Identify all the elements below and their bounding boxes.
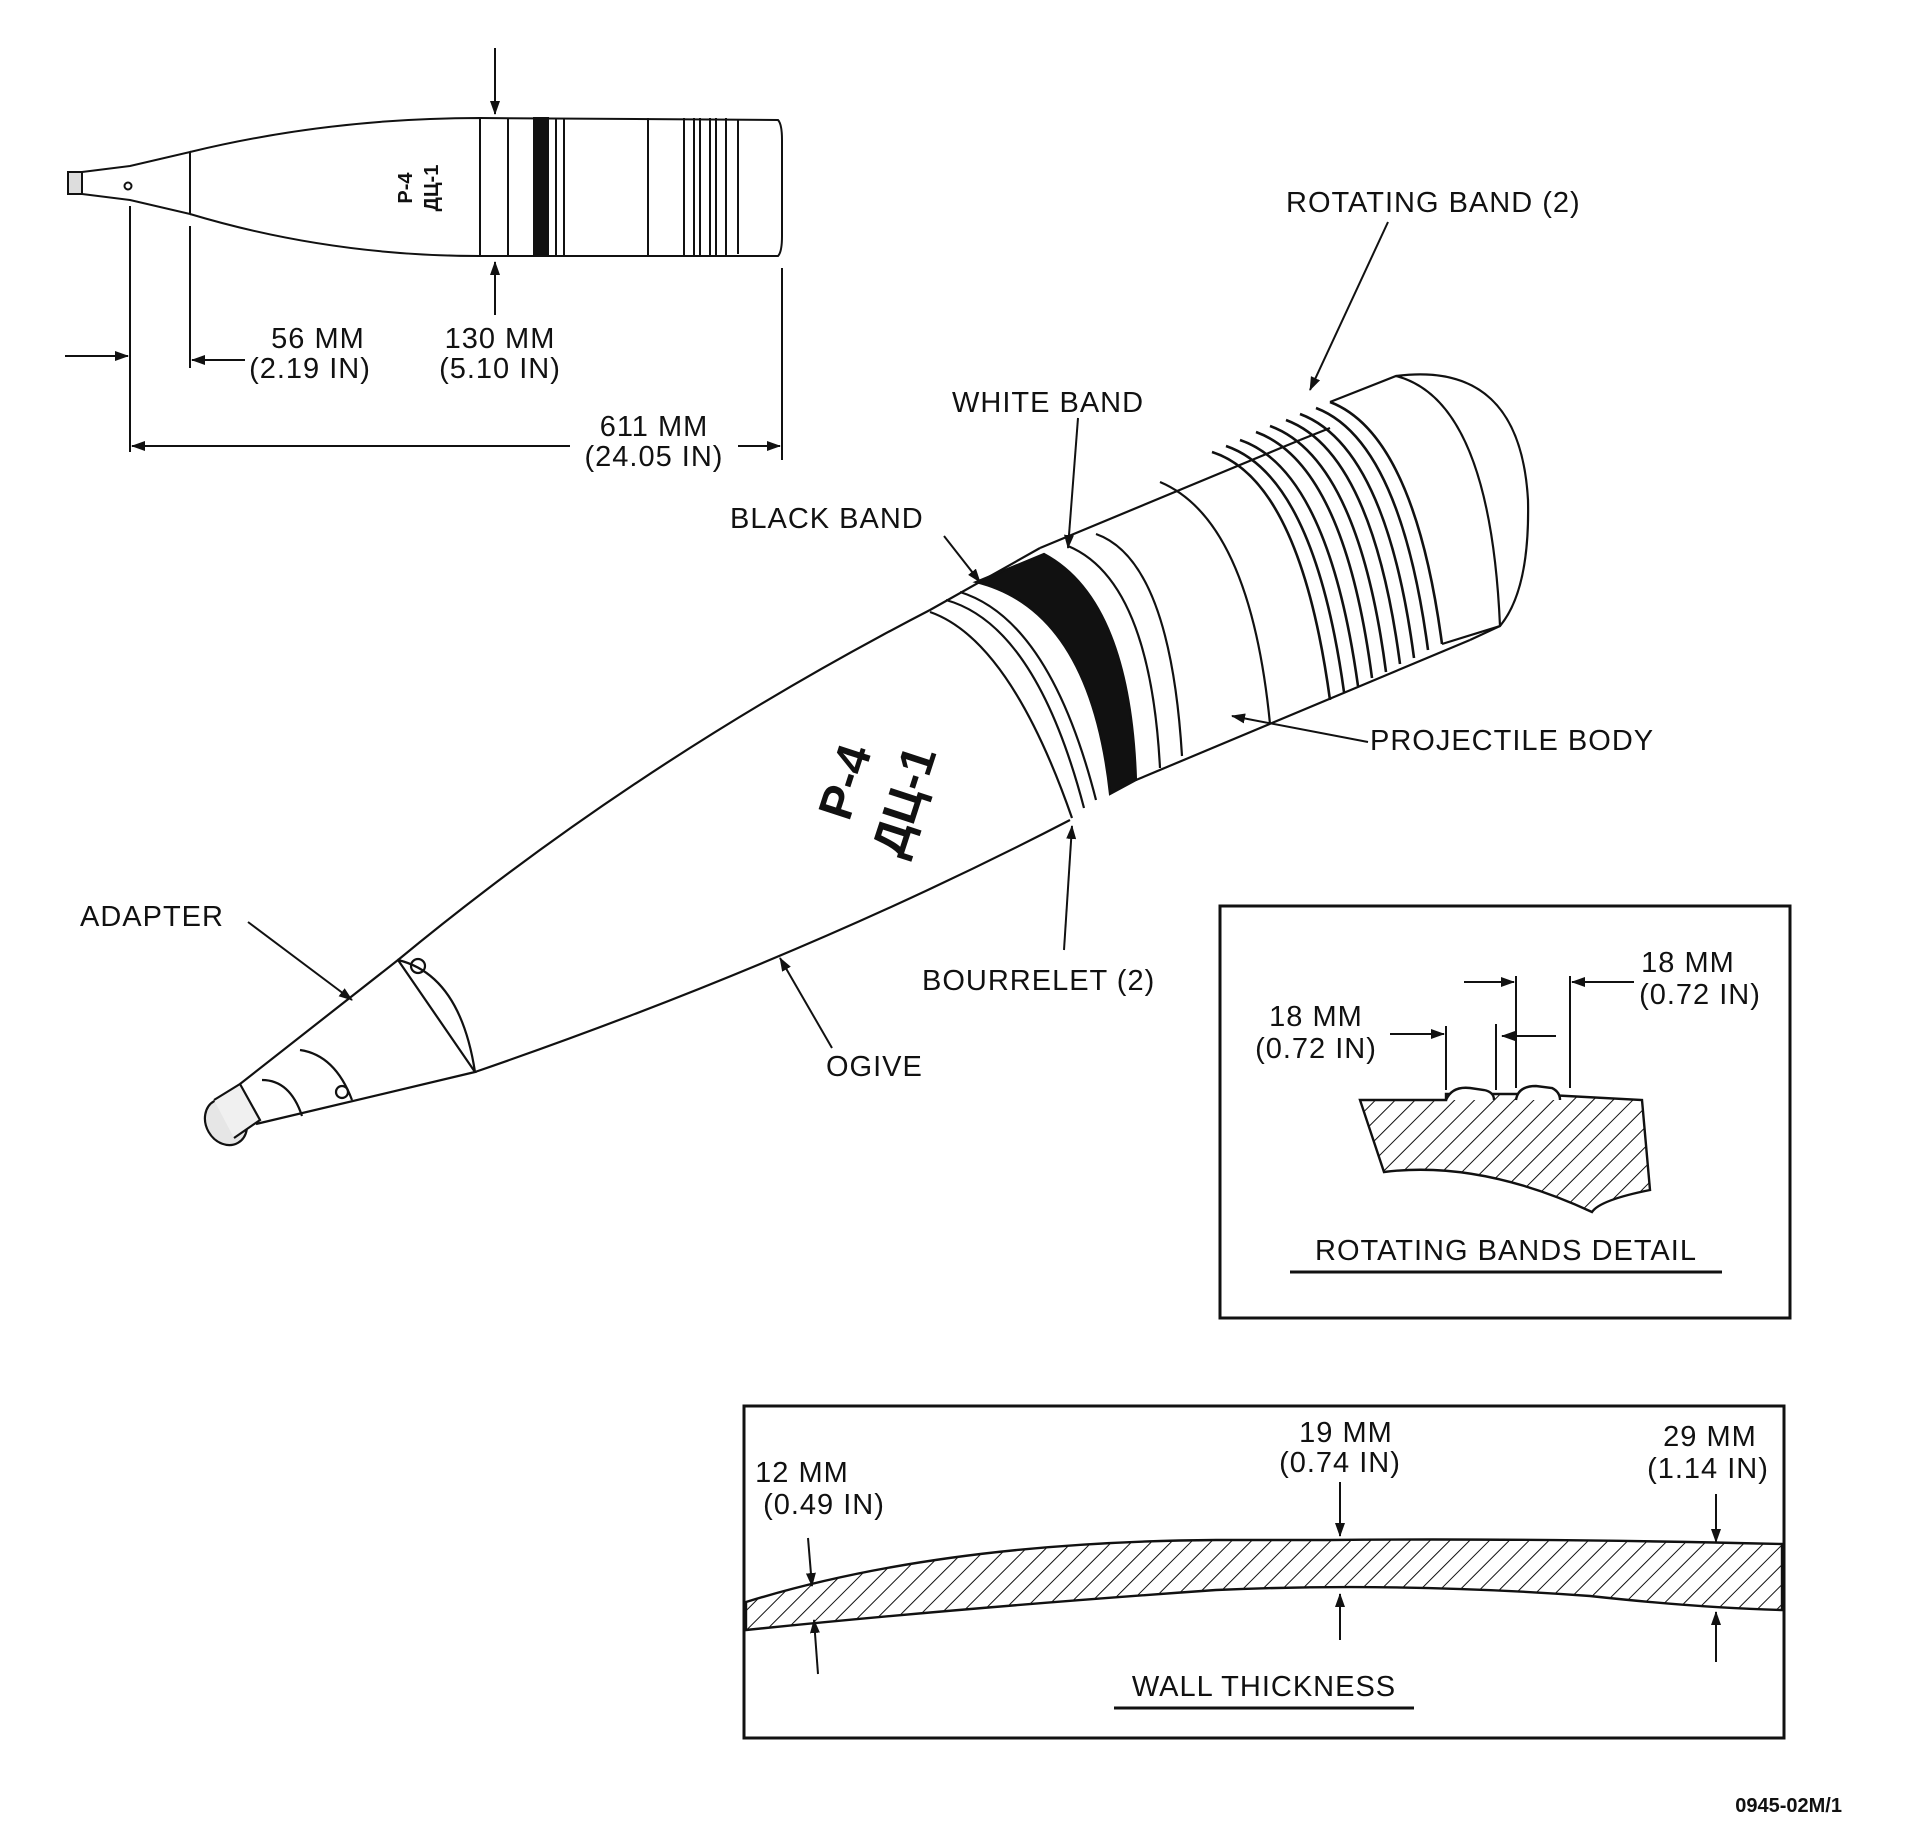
dim-56mm: 56 MM xyxy=(271,323,365,355)
main-markings: P-4 ДЦ-1 xyxy=(809,738,947,863)
detail-dim-left-mm: 18 MM xyxy=(1269,1001,1363,1033)
label-ogive: OGIVE xyxy=(826,1051,923,1083)
main-ogive-outline xyxy=(397,547,1041,961)
detail-dim-right-in: (0.72 IN) xyxy=(1639,979,1761,1011)
wall-hatched-section xyxy=(744,1538,1784,1632)
side-markings: P-4 ДЦ-1 xyxy=(395,165,443,212)
side-body xyxy=(479,117,783,257)
wall-dim-base-in: (1.14 IN) xyxy=(1647,1453,1769,1485)
main-view xyxy=(203,373,1530,1147)
wall-title: WALL THICKNESS xyxy=(1132,1671,1396,1703)
side-marking-p4: P-4 xyxy=(395,172,417,204)
side-dimension-labels: 56 MM (2.19 IN) 130 MM (5.10 IN) 611 MM … xyxy=(249,323,724,473)
side-view xyxy=(67,116,783,258)
detail-dim-right-mm: 18 MM xyxy=(1641,947,1735,979)
wall-dim-nose-mm: 12 MM xyxy=(755,1457,849,1489)
side-marking-dts1: ДЦ-1 xyxy=(421,165,443,212)
side-fuze-tip xyxy=(67,171,83,195)
wall-thickness-panel: 12 MM (0.49 IN) 19 MM (0.74 IN) 29 MM (1… xyxy=(742,1404,1786,1740)
main-black-band xyxy=(972,552,1138,796)
wall-dim-mid-in: (0.74 IN) xyxy=(1279,1447,1401,1479)
rotating-bands-detail: 18 MM (0.72 IN) 18 MM (0.72 IN) ROTATING… xyxy=(1218,904,1792,1320)
label-adapter: ADAPTER xyxy=(80,901,224,933)
drawing-number: 0945-02M/1 xyxy=(1735,1795,1842,1817)
dim-130mm: 130 MM xyxy=(445,323,556,355)
label-bourrelet: BOURRELET (2) xyxy=(922,965,1155,997)
detail-frame xyxy=(1218,904,1792,1320)
dim-611mm: 611 MM xyxy=(600,411,709,443)
dim-24-05in: (24.05 IN) xyxy=(585,441,724,473)
wall-dim-mid-mm: 19 MM xyxy=(1299,1417,1393,1449)
wall-dim-nose-in: (0.49 IN) xyxy=(763,1489,885,1521)
wall-dim-base-mm: 29 MM xyxy=(1663,1421,1757,1453)
main-marking-p4: P-4 xyxy=(809,738,883,826)
label-projectile-body: PROJECTILE BODY xyxy=(1370,725,1654,757)
label-black-band: BLACK BAND xyxy=(730,503,924,535)
detail-dim-left-in: (0.72 IN) xyxy=(1255,1033,1377,1065)
main-labels: ROTATING BAND (2) WHITE BAND BLACK BAND … xyxy=(80,187,1654,1083)
label-rotating-band: ROTATING BAND (2) xyxy=(1286,187,1581,219)
main-adapter xyxy=(239,958,477,1126)
side-dimensions xyxy=(65,48,783,460)
dim-2-19in: (2.19 IN) xyxy=(249,353,371,385)
wall-frame xyxy=(742,1404,1786,1740)
side-ogive xyxy=(189,116,481,258)
detail-hatched-section xyxy=(1358,1092,1652,1214)
dim-5-10in: (5.10 IN) xyxy=(439,353,561,385)
side-adapter xyxy=(81,150,191,216)
label-white-band: WHITE BAND xyxy=(952,387,1144,419)
detail-title: ROTATING BANDS DETAIL xyxy=(1315,1235,1697,1267)
main-leaders xyxy=(247,221,1389,1049)
side-black-band xyxy=(533,117,549,257)
